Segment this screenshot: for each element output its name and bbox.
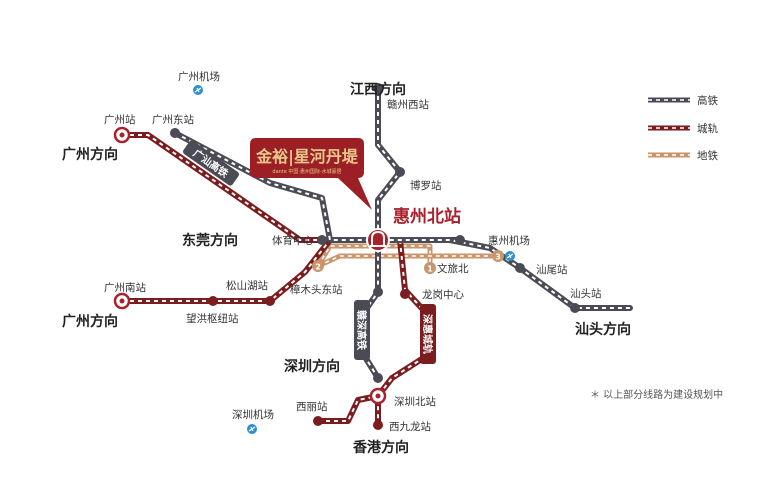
station-west-kowloon: 西九龙站 (389, 420, 431, 433)
direction-guangzhou-bottom: 广州方向 (62, 313, 118, 330)
legend-intercity: 城轨 (648, 122, 718, 135)
station-marker-ganzhou-west (373, 83, 383, 93)
station-marker-xili (313, 416, 323, 426)
station-shanwei: 汕尾站 (536, 263, 568, 276)
station-longgang-center: 龙岗中心 (422, 288, 464, 301)
station-marker-boluo (395, 167, 405, 177)
planning-note: ＊ 以上部分线路为建设规划中 (590, 388, 723, 401)
brand-callout: 金裕|星河丹堤 dante 中国·惠州国际·水城豪居 (250, 138, 372, 210)
station-guangzhou-south: 广州南站 (104, 281, 146, 294)
highspeed-lines (172, 85, 633, 381)
station-wenlu-north: 文旅北 (437, 262, 469, 275)
station-shenzhen-north: 深圳北站 (394, 395, 436, 408)
metro-badge-3-label: 3 (495, 253, 501, 262)
direction-jiangxi: 江西方向 (350, 81, 406, 98)
station-shenzhen-airport: 深圳机场 (232, 408, 274, 421)
station-marker-shenzhen-hs (373, 373, 383, 383)
metro-badge-2-left-label: 2 (315, 263, 321, 272)
station-wanghong: 望洪枢纽站 (186, 312, 239, 325)
station-markers (170, 83, 580, 430)
direction-shenzhen: 深圳方向 (284, 358, 340, 375)
hub-label: 惠州北站 (393, 206, 461, 227)
metro-lines (315, 243, 501, 271)
station-huizhou-airport: 惠州机场 (488, 234, 530, 247)
intercity-lines (119, 132, 463, 428)
route-label-ganshen: 赣深高铁 (355, 310, 368, 350)
airport-icon-guangzhou (193, 85, 203, 95)
station-songshan-lake: 松山湖站 (226, 279, 268, 292)
brand-main: 金裕|星河丹堤 (255, 147, 359, 167)
brand-sub: dante 中国·惠州国际·水城豪居 (272, 168, 341, 175)
direction-guangzhou-top: 广州方向 (62, 146, 118, 163)
metro-badge-1: 1 (424, 262, 436, 274)
ring-station-shenzhen-north (369, 387, 387, 405)
metro-badge-1-label: 1 (427, 265, 433, 274)
station-guangzhou-east: 广州东站 (152, 113, 194, 126)
legend-intercity-label: 城轨 (697, 122, 718, 135)
station-marker-shantou (570, 303, 580, 313)
station-guangzhou-airport: 广州机场 (178, 70, 220, 83)
station-sports-center: 体育中心 (272, 234, 314, 247)
legend: 高铁 城轨 地铁 (648, 94, 718, 162)
direction-shantou: 汕头方向 (575, 321, 631, 338)
legend-metro: 地铁 (648, 149, 718, 162)
route-label-ganshen-group: 赣深高铁 (354, 300, 370, 360)
hub-icon-huizhou-north (366, 228, 390, 252)
station-guangzhou: 广州站 (104, 113, 136, 126)
legend-metro-label: 地铁 (697, 149, 718, 162)
direction-labels: 江西方向 广州方向 东莞方向 广州方向 深圳方向 香港方向 汕头方向 (62, 81, 631, 456)
station-ganzhou-west: 赣州西站 (387, 98, 429, 111)
station-marker-wanghong (208, 296, 218, 306)
route-label-shenhui-group: 深惠城轨 (420, 304, 436, 364)
route-label-guangshan-bg (183, 140, 239, 186)
legend-highspeed-label: 高铁 (697, 94, 718, 107)
station-boluo: 博罗站 (410, 179, 442, 192)
station-xili: 西丽站 (296, 400, 328, 413)
metro-line-2 (315, 253, 501, 269)
station-marker-sports-center (317, 235, 327, 245)
station-marker-zhangmutou-east (373, 287, 383, 297)
station-marker-shanwei (515, 263, 525, 273)
station-marker-songshan-lake (265, 296, 275, 306)
station-shantou: 汕头站 (570, 287, 602, 300)
station-marker-huizhou-airport-stop (455, 235, 465, 245)
route-label-shenhui: 深惠城轨 (421, 314, 434, 354)
metro-badge-3: 3 (492, 250, 504, 262)
legend-highspeed: 高铁 (648, 94, 718, 107)
route-label-shenhui-bg (420, 304, 436, 364)
station-marker-longgang-center (400, 289, 410, 299)
station-marker-guangzhou-east (170, 128, 180, 138)
ring-station-guangzhou (113, 126, 131, 144)
highspeed-guangshan (172, 130, 633, 311)
direction-dongguan: 东莞方向 (182, 232, 238, 249)
airport-icon-shenzhen (247, 424, 257, 434)
station-zhangmutou-east: 樟木头东站 (290, 283, 343, 296)
station-marker-west-kowloon (373, 420, 383, 430)
airport-icon-huizhou (505, 251, 515, 261)
metro-badge-2-left: 2 (312, 260, 324, 272)
station-labels: 广州机场 广州站 广州东站 赣州西站 博罗站 体育中心 惠州机场 文旅北 汕尾站… (104, 70, 602, 433)
ring-station-guangzhou-south (113, 292, 131, 310)
direction-hongkong: 香港方向 (352, 439, 409, 456)
route-label-ganshen-bg (354, 300, 370, 360)
